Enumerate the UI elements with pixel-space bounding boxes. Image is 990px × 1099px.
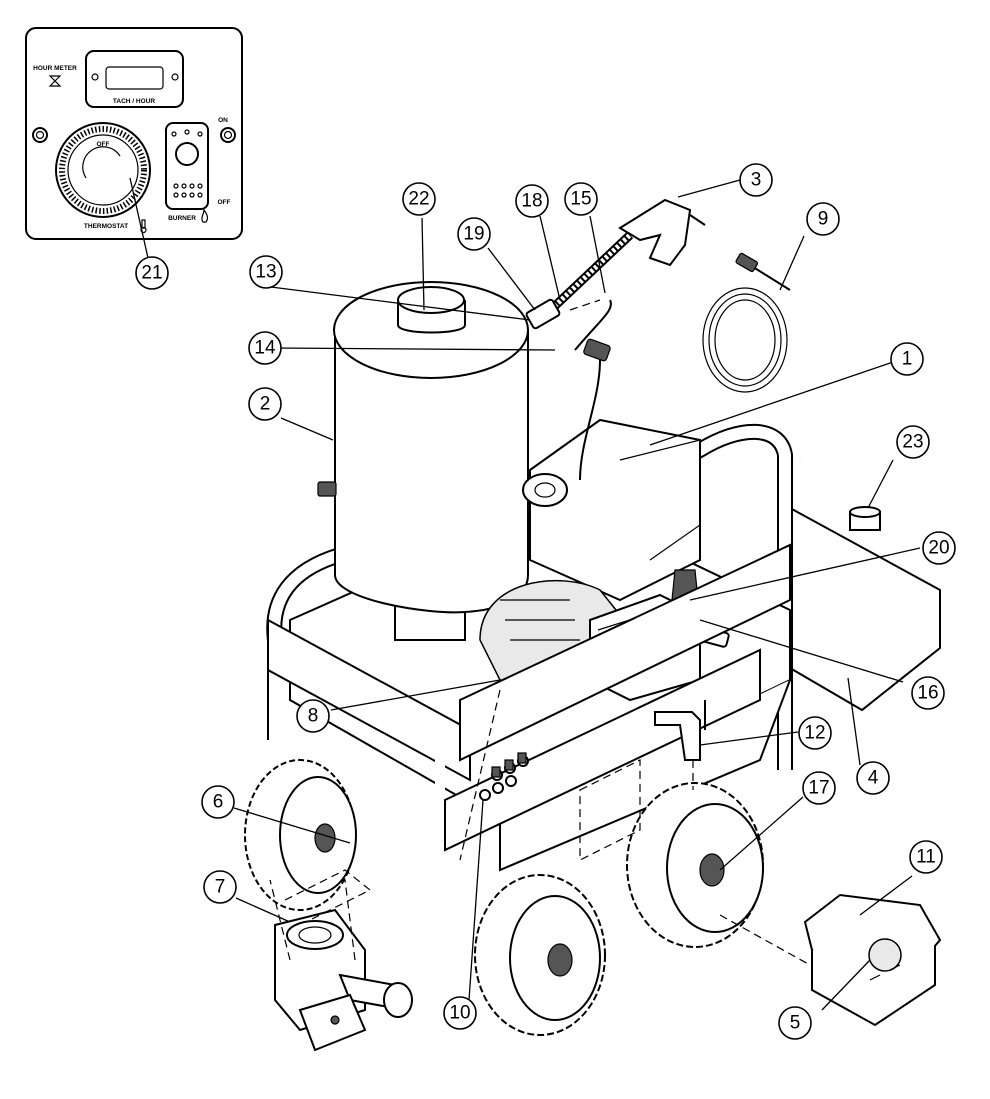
hourglass-icon	[48, 75, 62, 87]
callout-17: 17	[802, 771, 836, 805]
hose-fittings	[525, 298, 612, 481]
panel-bolt-right	[220, 127, 236, 143]
callout-2: 2	[248, 387, 282, 421]
spray-gun	[618, 198, 706, 267]
callout-15: 15	[564, 182, 598, 216]
callout-4: 4	[856, 761, 890, 795]
tach-hour-screen	[105, 66, 164, 90]
svg-text:14: 14	[254, 338, 276, 359]
callout-14: 14	[248, 331, 282, 365]
svg-text:1: 1	[902, 349, 913, 370]
burner-coil-tank	[317, 281, 529, 641]
svg-text:17: 17	[808, 778, 829, 799]
svg-text:3: 3	[751, 170, 762, 191]
front-panel	[267, 543, 791, 930]
callout-18: 18	[515, 184, 549, 218]
fittings-group	[479, 752, 529, 801]
callout-1: 1	[890, 342, 924, 376]
burner-motor-assembly	[274, 908, 413, 1052]
burner-switch[interactable]	[165, 122, 209, 210]
assembly-dash-lines	[269, 299, 811, 966]
front-right-wheel	[626, 782, 764, 948]
tach-hour-display	[85, 50, 184, 108]
svg-text:4: 4	[868, 768, 879, 789]
callout-22: 22	[402, 182, 436, 216]
fuel-tank	[789, 506, 941, 712]
switch-off-label: OFF	[218, 199, 231, 206]
svg-text:13: 13	[255, 262, 276, 283]
svg-text:8: 8	[308, 706, 319, 727]
rear-left-wheel	[244, 759, 357, 911]
svg-text:12: 12	[804, 723, 825, 744]
hour-meter-label: HOUR METER	[33, 65, 77, 72]
callout-16: 16	[911, 676, 945, 710]
callout-20: 20	[922, 531, 956, 565]
svg-text:21: 21	[141, 263, 162, 284]
callout-6: 6	[201, 785, 235, 819]
callout-7: 7	[203, 870, 237, 904]
callout-10: 10	[443, 996, 477, 1030]
svg-text:16: 16	[917, 683, 938, 704]
control-panel-inset: TACH / HOUR HOUR METER OFF THERMOSTAT	[25, 27, 243, 240]
svg-text:2: 2	[260, 394, 271, 415]
burner-label: BURNER	[168, 215, 196, 222]
leader-lines	[129, 177, 921, 1011]
svg-text:7: 7	[215, 877, 226, 898]
dial-off-label: OFF	[97, 141, 110, 148]
svg-text:19: 19	[463, 224, 484, 245]
svg-text:10: 10	[449, 1003, 470, 1024]
callout-19: 19	[457, 217, 491, 251]
switch-on-label: ON	[218, 117, 228, 124]
svg-text:20: 20	[928, 538, 949, 559]
battery-box	[803, 893, 942, 1027]
svg-text:5: 5	[790, 1013, 801, 1034]
flame-icon	[201, 208, 209, 223]
high-pressure-hose	[702, 252, 791, 393]
svg-text:9: 9	[818, 209, 829, 230]
svg-text:23: 23	[902, 432, 923, 453]
svg-text:6: 6	[213, 792, 224, 813]
svg-text:15: 15	[570, 189, 591, 210]
svg-text:22: 22	[408, 189, 429, 210]
callout-8: 8	[296, 699, 330, 733]
callout-5: 5	[778, 1006, 812, 1040]
callout-12: 12	[798, 716, 832, 750]
front-left-wheel	[474, 874, 606, 1036]
callout-9: 9	[806, 202, 840, 236]
callout-23: 23	[896, 425, 930, 459]
callout-3: 3	[739, 163, 773, 197]
engine	[479, 418, 701, 691]
panel-bolt-left	[32, 127, 48, 143]
svg-text:11: 11	[916, 847, 936, 868]
thermostat-label: THERMOSTAT	[84, 223, 128, 230]
svg-text:18: 18	[521, 191, 542, 212]
hose-bracket	[654, 700, 706, 790]
thermometer-icon	[140, 219, 147, 234]
exhaust-stack	[397, 286, 465, 314]
callout-21: 21	[135, 256, 169, 290]
callout-11: 11	[909, 840, 943, 874]
callout-13: 13	[249, 255, 283, 289]
tach-hour-label: TACH / HOUR	[113, 98, 155, 105]
thermostat-dial[interactable]: OFF	[55, 122, 151, 218]
